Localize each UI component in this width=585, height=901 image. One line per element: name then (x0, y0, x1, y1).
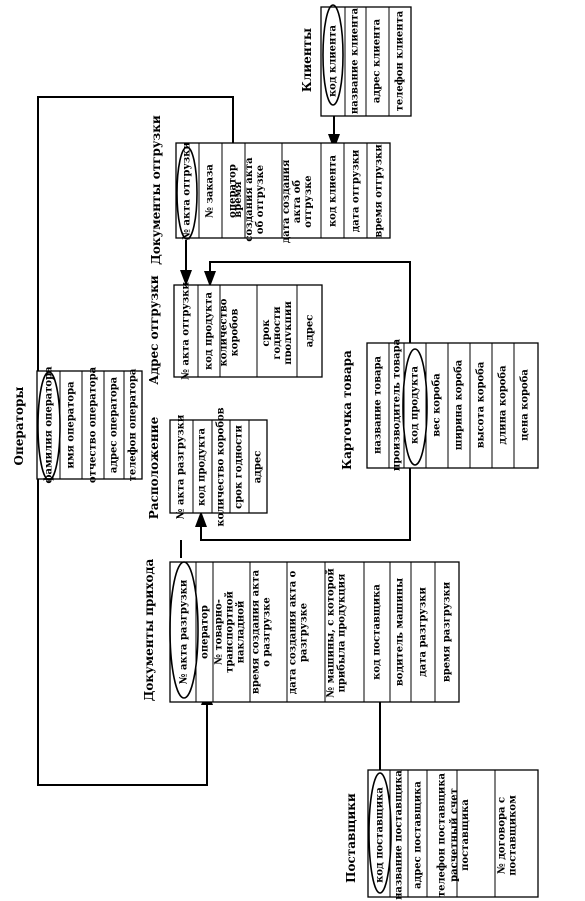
entity-field: код продукта (410, 365, 421, 444)
entity-field: время создания акта о разгрузке (250, 569, 273, 695)
entity-suppliers-title: Поставщики (344, 793, 358, 883)
entity-field: высота короба (476, 361, 487, 448)
wrapped-field: дата создания акта о разгрузке (287, 570, 310, 695)
entity-shipment-docs-title: Документы отгрузки (149, 115, 163, 265)
entity-product-card-title: Карточка товара (340, 350, 354, 470)
entity-field: № акта разгрузки (179, 579, 190, 684)
entity-shipment-address-title: Адрес отгрузки (147, 275, 161, 384)
entity-receipt-docs: Документы прихода № акта разгрузки опера… (142, 559, 460, 703)
entity-operators: Операторы фамилия оператора имя оператор… (12, 366, 143, 484)
entity-field: № договора с поставщиком (496, 795, 519, 876)
entity-shipment-address: Адрес отгрузки № акта отгрузки код проду… (147, 275, 323, 385)
connector-operators-to-receipt-docs (37, 478, 208, 786)
entity-field: адрес клиента (372, 18, 383, 103)
entity-field: № акта разгрузки (176, 414, 187, 519)
connector-operators-to-shipment-docs (37, 96, 234, 372)
key-oval-operator-surname (37, 371, 61, 481)
entity-field: вес короба (432, 373, 443, 437)
entity-field: телефон оператора (128, 368, 139, 481)
entity-product-card: Карточка товара название товара производ… (340, 338, 539, 471)
entity-field: срок годности продукции (261, 301, 291, 365)
entity-field: телефон поставщика (437, 772, 448, 897)
entity-field: дата создания акта об отгрузке (281, 159, 314, 244)
entity-field: адрес (305, 315, 316, 348)
entity-field: оператор (200, 605, 211, 659)
entity-field: название поставщика (394, 770, 405, 900)
entity-location-title: Расположение (147, 416, 161, 519)
entity-suppliers: Поставщики код поставщика название поста… (344, 769, 539, 900)
arrowhead-location-product (195, 511, 207, 527)
entity-clients-title: Клиенты (300, 28, 314, 92)
connector-product-to-location (200, 468, 411, 541)
entity-field: цена короба (520, 369, 531, 441)
entity-field: дата создания акта о разгрузке (287, 570, 310, 695)
wrapped-field: количество коробов (218, 298, 241, 367)
entity-field: адрес оператора (109, 376, 120, 473)
entity-clients: Клиенты код клиента название клиента адр… (300, 6, 412, 117)
entity-field: дата отгрузки (351, 149, 362, 232)
entity-field: водитель машины (395, 578, 406, 686)
wrapped-field: № договора с поставщиком (496, 795, 519, 876)
entity-field: оператор (228, 164, 239, 218)
entity-field: код поставщика (372, 584, 383, 680)
arrowhead-address-product (204, 271, 216, 287)
entity-field: № заказа (205, 164, 216, 218)
entity-field: № товарно-транспортной накладной (213, 591, 247, 673)
arrowhead-address-act (180, 270, 192, 286)
entity-field: код поставщика (375, 787, 386, 883)
key-oval-supplier-code (368, 772, 392, 894)
entity-field: срок годности (234, 425, 245, 509)
wrapped-field: время создания акта об отгрузке (233, 157, 266, 242)
entity-field: название товара (373, 356, 384, 454)
entity-receipt-docs-title: Документы прихода (142, 559, 156, 702)
key-oval-shipment-act (176, 146, 198, 240)
wrapped-field: № машины, с которой прибыла продукция (325, 568, 348, 698)
wrapped-field: дата создания акта об отгрузке (281, 159, 314, 244)
entity-field: фамилия оператора (44, 366, 55, 484)
entity-field: код продукта (197, 427, 208, 506)
wrapped-field: расчетный счет поставщика (449, 788, 471, 882)
entity-field: имя оператора (66, 381, 77, 469)
entity-field: производитель товара (392, 338, 403, 471)
entity-field: расчетный счет поставщика (449, 788, 471, 882)
entity-field: телефон клиента (395, 10, 406, 111)
connector-product-to-address (209, 261, 411, 345)
entity-field: время разгрузки (442, 581, 453, 682)
entity-field: № акта отгрузки (182, 142, 193, 240)
entity-field: название клиента (350, 7, 361, 114)
entity-field: код клиента (328, 154, 339, 227)
wrapped-field: № товарно-транспортной накладной (213, 591, 247, 673)
entity-field: код продукта (204, 291, 215, 370)
entity-field: время отгрузки (374, 144, 385, 238)
entity-field: длина короба (498, 365, 509, 445)
key-oval-product-code (402, 348, 428, 466)
entity-operators-title: Операторы (12, 387, 26, 466)
wrapped-field: срок годности продукции (261, 301, 291, 365)
arrowhead-shipment-client (328, 134, 340, 150)
entity-field: код клиента (328, 24, 339, 97)
entity-field: № машины, с которой прибыла продукция (325, 568, 348, 698)
entity-field: количество коробов (218, 298, 241, 367)
entity-field: ширина короба (454, 359, 465, 450)
entity-field: адрес (253, 451, 264, 484)
entity-field: № акта отгрузки (181, 282, 192, 380)
entity-field: дата разгрузки (418, 587, 429, 677)
entity-field: адрес поставщика (413, 781, 424, 889)
entity-field: количество коробов (216, 407, 227, 526)
wrapped-field: время создания акта о разгрузке (250, 569, 273, 695)
entity-field: отчество оператора (88, 366, 99, 483)
key-oval-client-code (322, 4, 344, 106)
entity-location: Расположение № акта разгрузки код продук… (147, 407, 268, 527)
key-oval-unloading-act (169, 561, 199, 699)
entity-shipment-docs: Документы отгрузки № акта отгрузки № зак… (149, 115, 391, 265)
entity-field: время создания акта об отгрузке (233, 157, 266, 242)
